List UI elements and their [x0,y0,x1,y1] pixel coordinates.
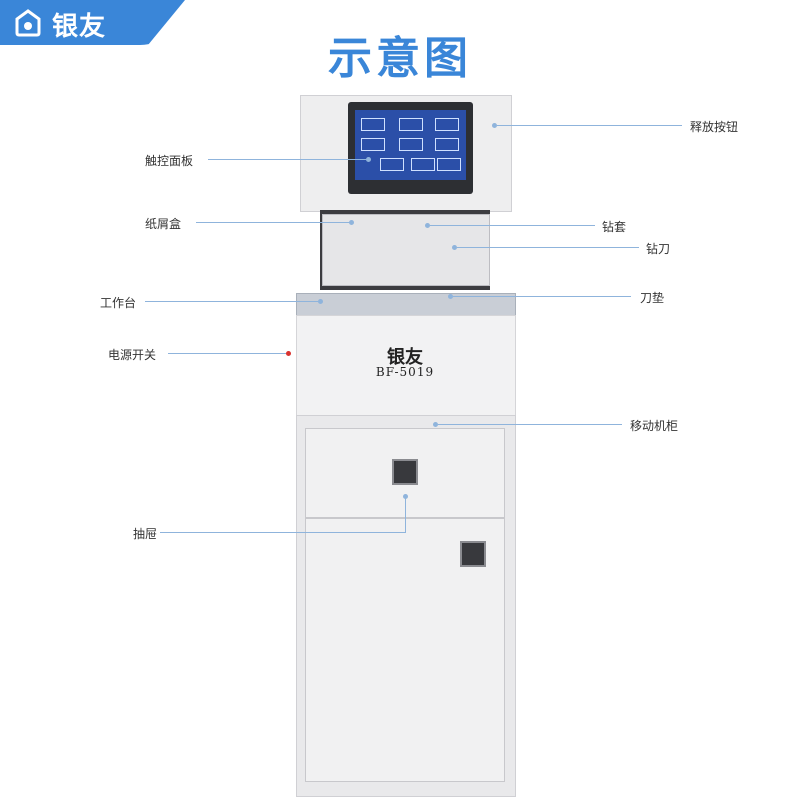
leader-drill-sleeve [430,225,595,226]
marker-release-button [492,123,497,128]
label-release-button: 释放按钮 [690,120,739,134]
leader-release-button [497,125,682,126]
label-drill-sleeve: 钻套 [602,220,627,234]
leader-blade-pad [453,296,631,297]
screen-button [435,118,459,131]
leader-work-table [145,301,320,302]
marker-drawer [403,494,408,499]
marker-blade-pad [448,294,453,299]
label-touch-panel: 触控面板 [145,154,194,168]
marker-paper-box [349,220,354,225]
marker-mobile-cabinet [433,422,438,427]
screen-button [399,138,423,151]
drawer-handle-icon [392,459,418,485]
power-switch-marker [286,351,291,356]
door-handle-icon [460,541,486,567]
touch-screen [355,110,466,180]
marker-work-table [318,299,323,304]
leader-mobile-cabinet [438,424,622,425]
label-power-switch: 电源开关 [108,348,157,362]
machine-model: BF-5019 [375,365,435,379]
screen-button [435,138,459,151]
drill-area [320,210,490,290]
drill-frame [322,214,490,286]
label-work-table: 工作台 [100,296,137,310]
machine-head [300,95,512,212]
leader-drawer [160,532,405,533]
brand-logo-icon [15,9,41,37]
screen-button [399,118,423,131]
cabinet [296,415,516,797]
page-title: 示意图 [328,33,472,84]
leader-drawer-vertical [405,497,406,533]
marker-touch-panel [366,157,371,162]
leader-drill-blade [457,247,639,248]
leader-touch-panel [208,159,368,160]
machine-illustration: 银友 BF-5019 [290,95,520,797]
touch-panel-bezel [348,102,473,194]
screen-button [380,158,404,171]
leader-power-switch [168,353,286,354]
leader-paper-box [196,222,351,223]
cabinet-door [305,518,505,782]
machine-brand: 银友 [387,347,423,368]
work-table-surface [296,293,516,317]
label-blade-pad: 刀垫 [640,291,665,305]
machine-body [296,315,516,417]
label-drawer: 抽屉 [133,527,158,541]
marker-drill-blade [452,245,457,250]
brand-name: 银友 [52,12,107,42]
screen-button [361,138,385,151]
label-drill-blade: 钻刀 [646,242,671,256]
marker-drill-sleeve [425,223,430,228]
label-mobile-cabinet: 移动机柜 [630,419,679,433]
screen-button [411,158,435,171]
label-paper-box: 纸屑盒 [145,217,182,231]
screen-button [437,158,461,171]
screen-button [361,118,385,131]
